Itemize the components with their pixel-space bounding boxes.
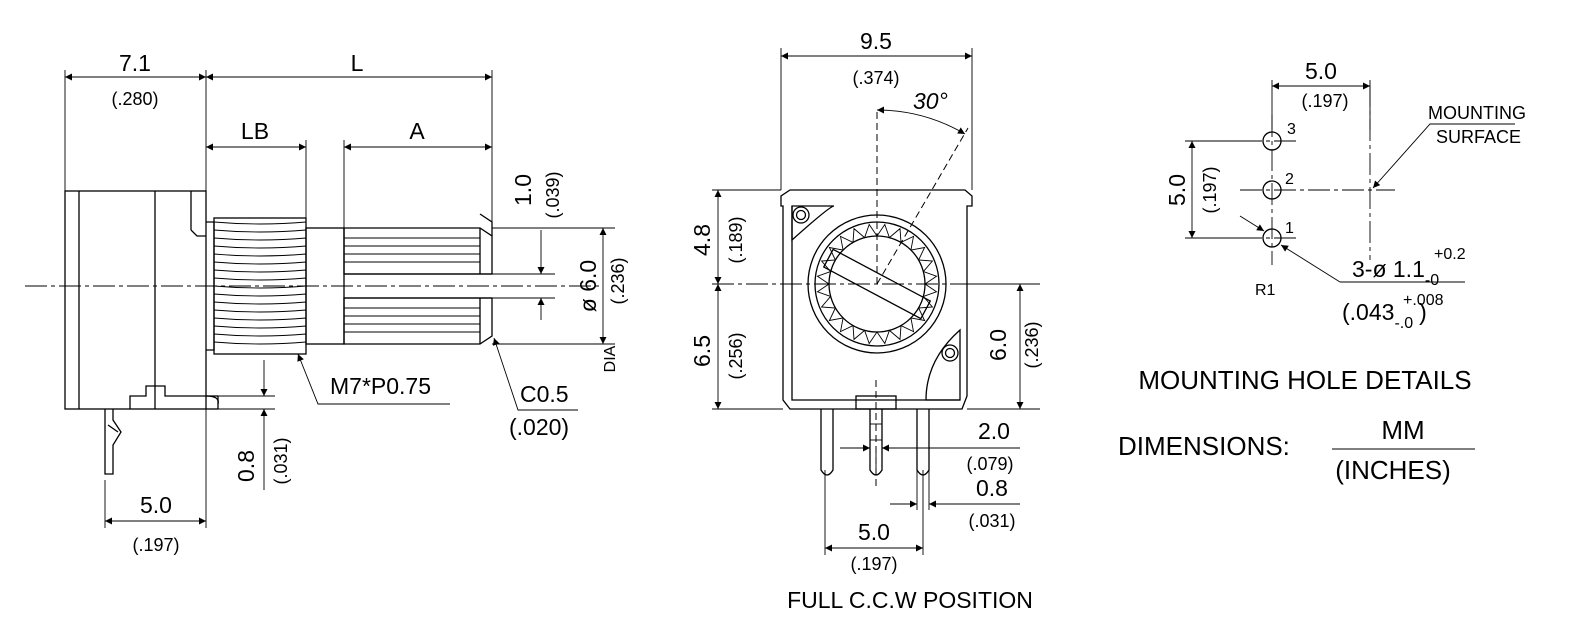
chamfer-mm: C0.5: [520, 381, 569, 407]
mounting-surface-line2: SURFACE: [1436, 127, 1521, 147]
front-top-mm: 4.8: [689, 224, 715, 256]
angle-label: 30°: [913, 88, 948, 114]
pin-pitch-mm: 2.0: [978, 418, 1010, 444]
dim-shaft-dia-mm: ø 6.0: [575, 260, 601, 312]
bushing-collar: [305, 227, 345, 345]
dim-bushing-label: LB: [241, 118, 269, 144]
mount-hole-top-left: [792, 206, 810, 224]
dim-body-mm: 7.1: [119, 50, 151, 76]
legend-unit-mm: MM: [1381, 415, 1424, 445]
ref-label: R1: [1255, 282, 1276, 299]
side-housing: [64, 190, 219, 410]
pin2-label: 2: [1285, 171, 1294, 188]
front-right-in: (.236): [1022, 321, 1042, 368]
mount-width-mm: 5.0: [1305, 58, 1337, 84]
pin-span-mm: 5.0: [858, 519, 890, 545]
mounting-surface-line1: MOUNTING: [1428, 103, 1526, 123]
front-caption: FULL C.C.W POSITION: [787, 587, 1033, 613]
pin-span-in: (.197): [850, 554, 897, 574]
pin-offset-mm: 5.0: [140, 492, 172, 518]
dim-flat-mm: 1.0: [510, 174, 536, 206]
mount-height-in: (.197): [1200, 166, 1220, 213]
hole-2: [1262, 180, 1282, 200]
pin-width-in: (.031): [968, 511, 1015, 531]
dim-length-label: L: [351, 50, 364, 76]
front-pins: [820, 380, 930, 490]
mount-hole-bottom-right: [941, 344, 959, 362]
pin-offset-in: (.197): [132, 535, 179, 555]
legend-label: DIMENSIONS:: [1118, 431, 1290, 461]
dim-shaft-label: A: [409, 118, 425, 144]
hole-spec-in: (.043-.0): [1342, 299, 1427, 332]
front-bottom-mm: 6.5: [689, 335, 715, 367]
thread-label: M7*P0.75: [330, 373, 431, 399]
hole-in-plus: +.008: [1403, 292, 1444, 309]
mounting-hole-details: 5.0 (.197) 5.0 (.197) MOUNTING SURFACE 3…: [1138, 58, 1526, 395]
pin3-label: 3: [1287, 121, 1296, 138]
mounting-title: MOUNTING HOLE DETAILS: [1138, 365, 1471, 395]
knurled-shaft: [343, 213, 493, 345]
mount-height-mm: 5.0: [1164, 174, 1190, 206]
dia-label: DIA: [602, 345, 619, 372]
legend-unit-inches: (INCHES): [1335, 455, 1451, 485]
dim-flat-in: (.039): [543, 171, 563, 218]
hole-spec: 3-ø 1.1-0: [1352, 256, 1439, 289]
front-width-in: (.374): [852, 68, 899, 88]
threaded-bushing: [213, 217, 307, 355]
front-width-mm: 9.5: [860, 28, 892, 54]
pin-width-mm: 0.8: [976, 475, 1008, 501]
pin-thick-mm: 0.8: [233, 450, 259, 482]
chamfer-in: (.020): [509, 414, 569, 440]
dim-body-in: (.280): [111, 89, 158, 109]
dim-shaft-dia-in: (.236): [608, 257, 628, 304]
hole-1: [1262, 228, 1282, 248]
side-view: 7.1 (.280) L LB A 1.0 (.039) ø 6.0 (.236…: [25, 50, 628, 555]
pin-pitch-in: (.079): [966, 454, 1013, 474]
pin1-label: 1: [1285, 220, 1294, 237]
front-bottom-in: (.256): [726, 332, 746, 379]
mount-width-in: (.197): [1301, 91, 1348, 111]
side-terminal: [104, 409, 122, 475]
pin-thick-in: (.031): [271, 437, 291, 484]
hole-3: [1262, 131, 1282, 151]
front-view: 9.5 (.374) 30° 4.8 (.189) 6.5 (.256) 6.0…: [689, 28, 1042, 613]
front-right-mm: 6.0: [985, 329, 1011, 361]
front-housing: [780, 189, 973, 410]
front-top-in: (.189): [726, 216, 746, 263]
hole-tol-plus: +0.2: [1434, 246, 1466, 263]
dimension-legend: DIMENSIONS: MM (INCHES): [1118, 415, 1475, 485]
